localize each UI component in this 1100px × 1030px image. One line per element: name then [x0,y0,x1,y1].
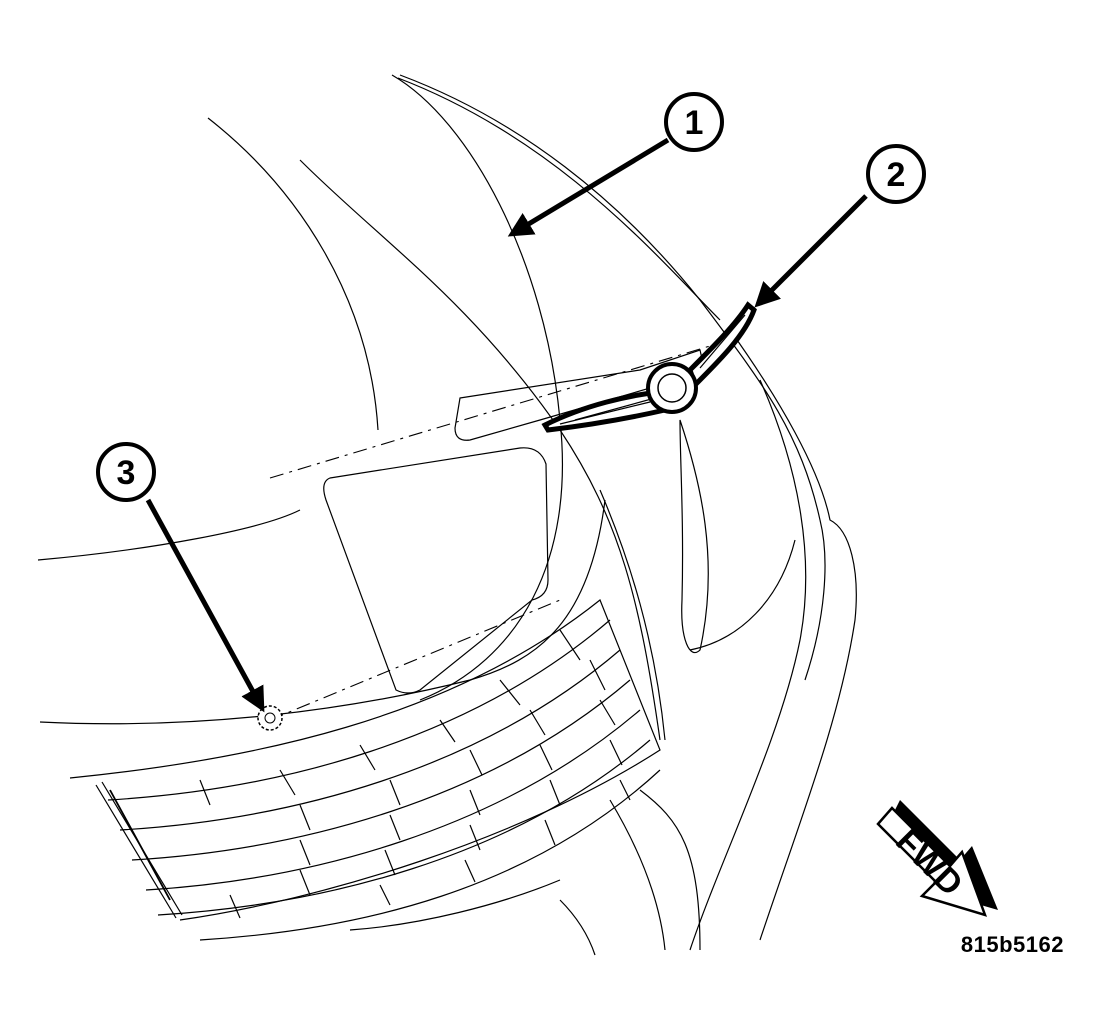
leader-arrows [145,137,868,713]
leader-arrow-3 [145,498,265,713]
callout-1: 1 [664,92,724,152]
callout-3: 3 [96,442,156,502]
grille [69,599,661,941]
forward-direction-indicator: FWD [876,800,998,917]
winged-emblem [541,301,757,433]
callout-2: 2 [866,144,926,204]
retaining-clip [257,705,283,731]
leader-arrow-1 [507,137,670,237]
callout-2-number: 2 [887,156,906,194]
figure-id-label: 815b5162 [960,932,1064,957]
bumper [559,789,701,956]
centerline [269,339,731,721]
hood-outline [37,74,857,951]
callout-3-number: 3 [117,454,136,492]
callout-1-number: 1 [685,104,704,142]
leader-arrow-2 [754,194,868,308]
